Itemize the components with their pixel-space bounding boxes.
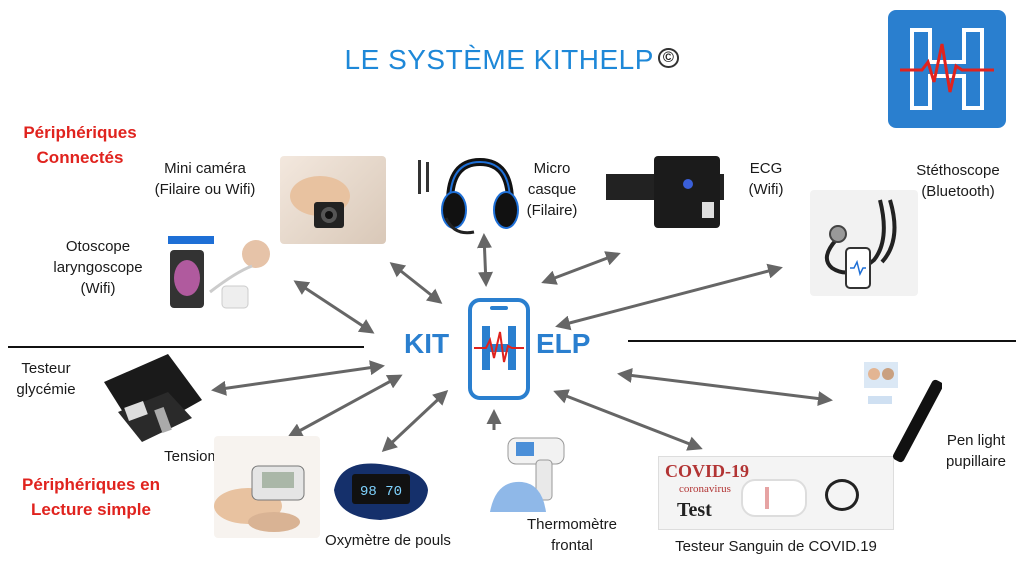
hub-kit-text: KIT (404, 328, 449, 360)
hub-elp-text: ELP (536, 328, 590, 360)
glucose-tester-image (98, 352, 204, 452)
label-mini-camera: Mini caméra (Filaire ou Wifi) (140, 158, 270, 200)
label-glycemie: Testeur glycémie (6, 358, 86, 400)
headset-image (414, 152, 520, 240)
label-micro-casque: Micro casque (Filaire) (516, 158, 588, 221)
oximeter-image: 98 70 (330, 456, 432, 526)
otoscope-image (166, 232, 278, 316)
arrow-penlight (620, 374, 830, 400)
tensiometer-image (214, 436, 320, 538)
label-ecg: ECG (Wifi) (736, 158, 796, 200)
thermometer-image (486, 430, 572, 512)
label-pen-light: Pen light pupillaire (934, 430, 1018, 472)
covid-sample-well (825, 479, 859, 511)
mini-camera-image (280, 156, 386, 244)
arrow-tensiometre (290, 376, 400, 436)
covid-card-test: Test (677, 499, 712, 522)
stethoscope-image (810, 190, 918, 296)
label-covid: Testeur Sanguin de COVID.19 (656, 536, 896, 557)
pen-light-image (862, 356, 942, 468)
arrow-camera (392, 264, 440, 302)
smartphone-icon (468, 298, 530, 400)
arrow-casque (484, 236, 486, 284)
label-otoscope: Otoscope laryngoscope (Wifi) (38, 236, 158, 299)
label-oxymetre: Oxymètre de pouls (308, 530, 468, 551)
kithelp-hub: KIT ELP (404, 298, 604, 402)
ecg-image (606, 154, 724, 234)
label-thermometre: Thermomètre frontal (514, 514, 630, 556)
arrow-ecg (544, 254, 618, 282)
svg-text:98 70: 98 70 (360, 484, 402, 500)
arrow-otoscope (296, 282, 372, 332)
arrow-glycemie (214, 366, 382, 390)
covid-card-title: COVID-19 (665, 461, 749, 482)
covid-card-subtitle: coronavirus (679, 483, 731, 495)
covid-test-card: COVID-19 coronavirus Test (658, 456, 894, 530)
covid-result-window (741, 479, 807, 517)
